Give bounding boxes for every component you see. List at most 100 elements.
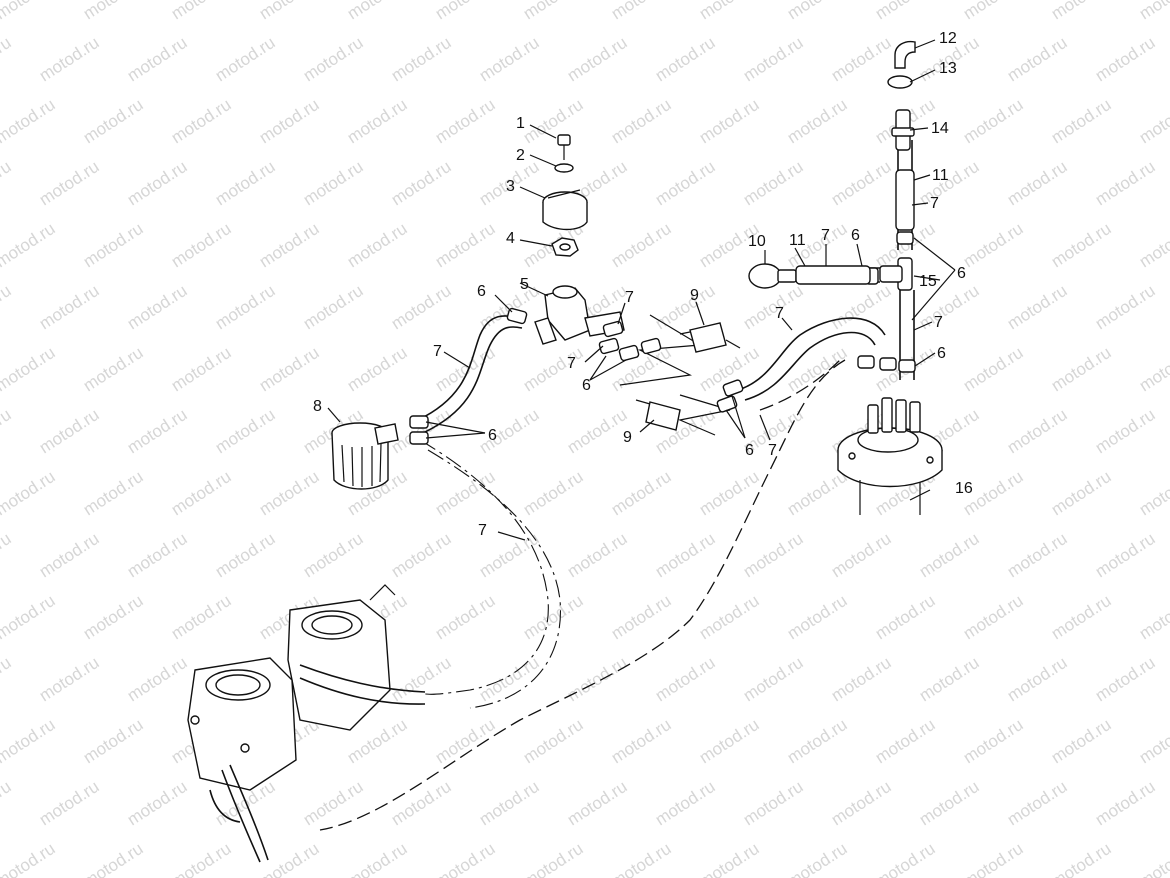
watermark-text: motod.ru <box>520 95 587 147</box>
watermark-text: motod.ru <box>608 95 675 147</box>
filter-8 <box>331 422 399 490</box>
callout-2: 2 <box>516 147 525 164</box>
watermark-text: motod.ru <box>80 839 147 878</box>
watermark-text: motod.ru <box>564 529 631 581</box>
watermark-text: motod.ru <box>520 839 587 878</box>
watermark-text: motod.ru <box>1048 219 1115 271</box>
watermark-text: motod.ru <box>388 157 455 209</box>
callout-14: 14 <box>931 120 949 137</box>
clamps-6 <box>409 231 916 445</box>
callout-7e: 7 <box>775 305 784 322</box>
watermark-text: motod.ru <box>784 591 851 643</box>
watermark-text: motod.ru <box>168 219 235 271</box>
watermark-text: motod.ru <box>696 95 763 147</box>
watermark-text: motod.ru <box>0 33 14 85</box>
clamp-13 <box>887 75 913 89</box>
watermark-text: motod.ru <box>344 343 411 395</box>
callout-6b: 6 <box>488 427 497 444</box>
watermark-text: motod.ru <box>740 281 807 333</box>
watermark-text: motod.ru <box>476 777 543 829</box>
watermark-text: motod.ru <box>36 653 103 705</box>
watermark-text: motod.ru <box>0 777 14 829</box>
watermark-text: motod.ru <box>740 157 807 209</box>
carburetor-assembly <box>187 584 426 863</box>
watermark-text: motod.ru <box>564 653 631 705</box>
watermark-text: motod.ru <box>960 95 1027 147</box>
watermark-text: motod.ru <box>212 281 279 333</box>
watermark-text: motod.ru <box>1048 715 1115 767</box>
watermark-text: motod.ru <box>432 839 499 878</box>
watermark-text: motod.ru <box>168 839 235 878</box>
watermark-text: motod.ru <box>0 591 58 643</box>
watermark-text: motod.ru <box>696 0 763 23</box>
callout-7i: 7 <box>478 522 487 539</box>
watermark-text: motod.ru <box>1004 157 1071 209</box>
watermark-text: motod.ru <box>432 0 499 23</box>
watermark-text: motod.ru <box>696 467 763 519</box>
watermark-text: motod.ru <box>344 219 411 271</box>
watermark-text: motod.ru <box>124 281 191 333</box>
callout-6a: 6 <box>477 283 486 300</box>
watermark-text: motod.ru <box>124 529 191 581</box>
watermark-text: motod.ru <box>784 467 851 519</box>
callout-3: 3 <box>506 178 515 195</box>
watermark-text: motod.ru <box>212 157 279 209</box>
callout-labels: 1 2 3 4 5 6 7 8 6 7 7 6 9 9 6 7 7 10 11 … <box>313 30 973 539</box>
watermark-text: motod.ru <box>1092 405 1159 457</box>
watermark-text: motod.ru <box>784 95 851 147</box>
watermark-text: motod.ru <box>212 405 279 457</box>
watermark-text: motod.ru <box>388 33 455 85</box>
watermark-text: motod.ru <box>1092 157 1159 209</box>
watermark-text: motod.ru <box>784 715 851 767</box>
watermark-text: motod.ru <box>608 715 675 767</box>
watermark-text: motod.ru <box>124 653 191 705</box>
watermark-text: motod.ru <box>608 0 675 23</box>
watermark-text: motod.ru <box>476 653 543 705</box>
watermark-text: motod.ru <box>1048 343 1115 395</box>
watermark-text: motod.ru <box>740 33 807 85</box>
watermark-text: motod.ru <box>1092 529 1159 581</box>
watermark-text: motod.ru <box>784 0 851 23</box>
watermark-text: motod.ru <box>872 591 939 643</box>
watermark-text: motod.ru <box>432 95 499 147</box>
watermark-text: motod.ru <box>1048 467 1115 519</box>
watermark-text: motod.ru <box>960 343 1027 395</box>
watermark-text: motod.ru <box>300 281 367 333</box>
check-valves-9 <box>635 322 741 431</box>
watermark-text: motod.ru <box>36 157 103 209</box>
watermark-text: motod.ru <box>1092 777 1159 829</box>
callout-9b: 9 <box>623 429 632 446</box>
watermark-text: motod.ru <box>0 529 14 581</box>
watermark-text: motod.ru <box>0 343 58 395</box>
watermark-text: motod.ru <box>652 529 719 581</box>
watermark-text: motod.ru <box>256 95 323 147</box>
watermark-text: motod.ru <box>80 343 147 395</box>
watermark-text: motod.ru <box>828 157 895 209</box>
watermark-text: motod.ru <box>1136 715 1170 767</box>
watermark-text: motod.ru <box>916 157 983 209</box>
watermark-text: motod.ru <box>212 529 279 581</box>
watermark-text: motod.ru <box>1004 281 1071 333</box>
elbow-12 <box>894 40 916 69</box>
watermark-text: motod.ru <box>872 0 939 23</box>
watermark-text: motod.ru <box>388 281 455 333</box>
watermark-text: motod.ru <box>916 529 983 581</box>
watermark-text: motod.ru <box>1048 839 1115 878</box>
callout-15: 15 <box>919 273 937 290</box>
watermark-text: motod.ru <box>168 467 235 519</box>
callout-13: 13 <box>939 60 957 77</box>
watermark-text: motod.ru <box>828 529 895 581</box>
watermark-text: motod.ru <box>1092 281 1159 333</box>
watermark-text: motod.ru <box>740 777 807 829</box>
watermark-text: motod.ru <box>1004 653 1071 705</box>
callout-11a: 11 <box>789 232 806 249</box>
watermark-text: motod.ru <box>388 777 455 829</box>
watermark-text: motod.ru <box>1136 839 1170 878</box>
watermark-text: motod.ru <box>124 157 191 209</box>
watermark-text: motod.ru <box>476 33 543 85</box>
watermark-text: motod.ru <box>1136 343 1170 395</box>
watermark-text: motod.ru <box>564 405 631 457</box>
watermark-text: motod.ru <box>0 157 14 209</box>
watermark-text: motod.ru <box>696 839 763 878</box>
watermark-text: motod.ru <box>0 715 58 767</box>
